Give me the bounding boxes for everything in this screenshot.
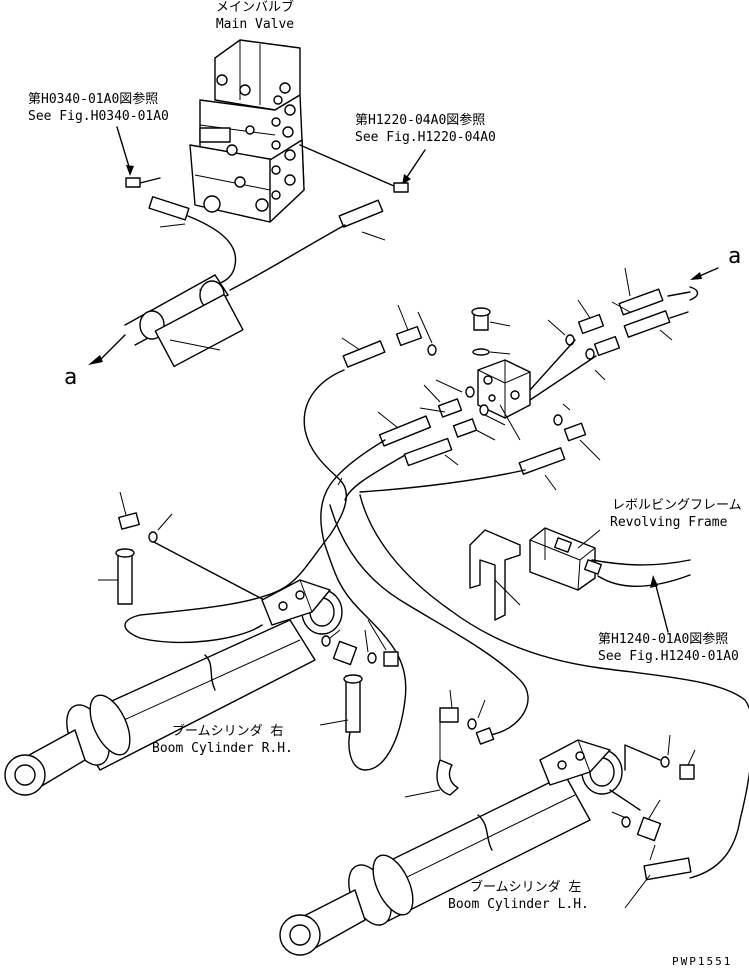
- connector-a-right: a: [728, 244, 742, 269]
- main-valve-drawing: [189, 39, 305, 223]
- boom-cylinder-rh-label-en: Boom Cylinder R.H.: [152, 741, 293, 756]
- ref-h1220-label-jp: 第H1220-04A0図参照: [355, 113, 486, 128]
- revolving-frame-bracket: [469, 527, 691, 633]
- revolving-frame-label-en: Revolving Frame: [610, 515, 728, 530]
- ref-arrow-h1220: [299, 144, 426, 193]
- boom-cylinder-lh-label-jp: ブームシリンダ 左: [470, 880, 582, 895]
- leader-lines: [341, 267, 673, 491]
- drawing-code: PWP1551: [672, 955, 733, 968]
- boom-cylinder-lh-label-en: Boom Cylinder L.H.: [448, 897, 589, 912]
- pipe-clamp-assembly: [88, 274, 244, 368]
- block-fittings: [342, 267, 719, 475]
- ref-arrow-h0340: [116, 126, 161, 188]
- ref-h1240-label-jp: 第H1240-01A0図参照: [598, 632, 729, 647]
- ref-h1220-label-en: See Fig.H1220-04A0: [355, 130, 496, 145]
- main-valve-label-en: Main Valve: [215, 17, 295, 32]
- boom-cylinder-rh-drawing: [4, 491, 399, 796]
- ref-h0340-label-en: See Fig.H0340-01A0: [28, 109, 169, 124]
- ref-h0340-label-jp: 第H0340-01A0図参照: [28, 92, 159, 107]
- ref-h1240-label-en: See Fig.H1240-01A0: [598, 649, 739, 664]
- junction-block: [471, 307, 531, 419]
- boom-cylinder-rh-label-jp: ブームシリンダ 右: [172, 724, 284, 739]
- hose-runs: [124, 369, 749, 879]
- boom-cylinder-lh-drawing: [279, 689, 696, 956]
- main-valve-label-jp: メインバルブ: [215, 0, 294, 15]
- valve-hoses: [148, 196, 386, 291]
- revolving-frame-label-jp: レボルビングフレーム: [612, 498, 742, 513]
- connector-a-left: a: [64, 365, 78, 390]
